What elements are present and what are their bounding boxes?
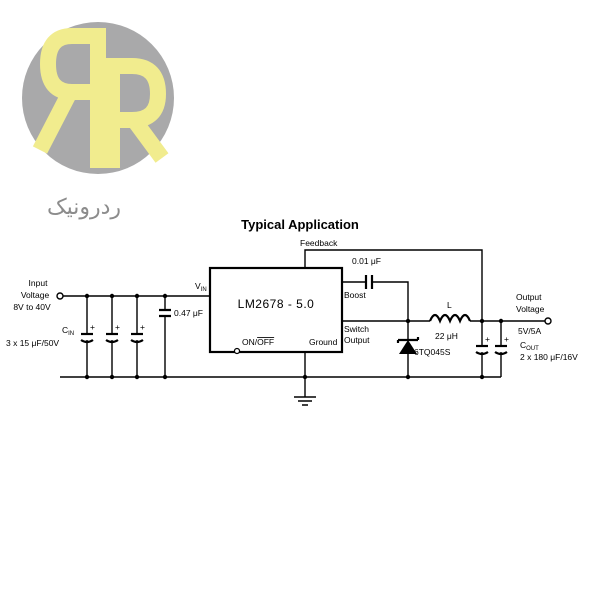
cout-plus-2: + <box>504 334 509 344</box>
input-voltage-label-2: Voltage <box>21 290 50 300</box>
cout-value: 2 x 180 μF/16V <box>520 352 578 362</box>
ground-icon <box>294 396 316 406</box>
ic-vin-label: VIN <box>195 281 207 293</box>
brand-name: ردرونیک <box>47 195 121 220</box>
inductor-value: 22 μH <box>435 331 458 341</box>
switch-label: Switch <box>344 324 369 334</box>
cin-plus-1: + <box>90 322 95 332</box>
bypass-cap-value: 0.47 μF <box>174 308 203 318</box>
diode-part: 6TQ045S <box>414 347 451 357</box>
switch-output-label: Output <box>344 335 370 345</box>
brand-logo: ردرونیک <box>22 22 174 220</box>
output-capacitors: + + <box>475 321 509 377</box>
output-voltage-value: 5V/5A <box>518 326 541 336</box>
cout-label: COUT <box>520 340 539 352</box>
output-terminal <box>544 317 552 325</box>
inductor <box>428 313 472 324</box>
inductor-name: L <box>447 300 452 310</box>
output-voltage-label: Output <box>516 292 542 302</box>
cin-value: 3 x 15 μF/50V <box>6 338 59 348</box>
input-voltage-range: 8V to 40V <box>13 302 51 312</box>
cin-label: CIN <box>62 325 74 337</box>
onoff-label: ON/OFF <box>242 337 274 347</box>
ic-part-number: LM2678 - 5.0 <box>238 297 315 311</box>
cin-plus-3: + <box>140 322 145 332</box>
boost-capacitor <box>342 275 409 321</box>
cout-plus-1: + <box>485 334 490 344</box>
boost-cap-value: 0.01 μF <box>352 256 381 266</box>
feedback-label: Feedback <box>300 238 338 248</box>
onoff-pin <box>233 347 241 355</box>
ic-body <box>208 266 344 354</box>
cin-plus-2: + <box>115 322 120 332</box>
schottky-diode <box>396 321 420 377</box>
bypass-capacitor <box>159 296 171 377</box>
input-terminal <box>56 292 64 300</box>
diagram-title: Typical Application <box>241 217 359 232</box>
input-capacitors: + + + <box>80 296 145 377</box>
input-voltage-label: Input <box>29 278 49 288</box>
output-junctions <box>405 318 504 380</box>
logo-letters <box>32 28 169 168</box>
ground-label: Ground <box>309 337 338 347</box>
input-junctions <box>84 293 308 380</box>
boost-label: Boost <box>344 290 366 300</box>
output-voltage-label-2: Voltage <box>516 304 545 314</box>
